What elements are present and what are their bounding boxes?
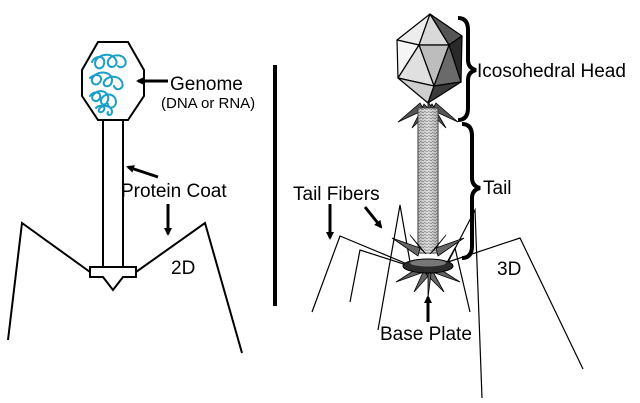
base-plate-label: Base Plate [380,324,472,345]
icosahedral-head-3d [396,13,463,104]
tail-brace [461,122,481,260]
phage-3d: Icosohedral Head Tail Tail Fibers 3D Bas… [293,13,626,399]
tail-fibers-3d [311,204,584,399]
base-plate-2d [89,266,137,292]
phage-2d: Genome (DNA or RNA) Protein Coat 2D [7,41,255,354]
label-3d: 3D [497,259,521,280]
icosahedral-head-label: Icosohedral Head [477,61,626,82]
protein-coat-arrow-up [126,165,159,179]
tail-fiber-right-2d [135,221,243,354]
tail-fibers-label: Tail Fibers [293,184,380,205]
tail-fibers-arrow-right [363,206,383,229]
label-2d: 2D [171,258,195,279]
tail-fiber-left-2d [7,221,91,341]
base-plate-spikes-3d [391,234,465,299]
tail-label: Tail [483,178,512,199]
genome-sublabel: (DNA or RNA) [161,95,255,112]
genome-label: Genome [170,74,243,95]
genome-strand [89,53,127,116]
protein-coat-label: Protein Coat [121,181,227,202]
head-brace [457,16,477,122]
